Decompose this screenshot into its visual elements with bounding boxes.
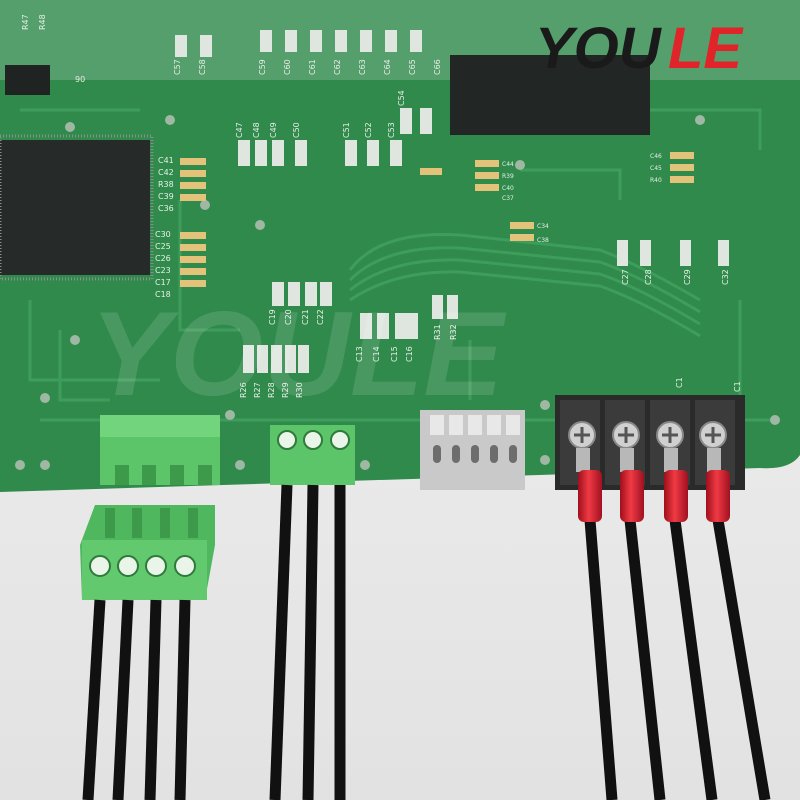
label: C18 xyxy=(155,290,171,299)
label: C30 xyxy=(155,230,171,239)
label: C51 xyxy=(342,122,351,138)
label: C50 xyxy=(292,122,301,138)
youle-logo: YOU LE xyxy=(535,16,744,81)
label: C66 xyxy=(433,59,442,75)
label: C23 xyxy=(155,266,171,275)
label: C54 xyxy=(397,90,406,106)
label: R31 xyxy=(433,324,442,340)
label: C34 xyxy=(537,223,549,230)
label: C19 xyxy=(268,309,277,325)
label: C22 xyxy=(316,309,325,325)
label: C1 xyxy=(675,377,684,388)
small-chip xyxy=(5,65,50,95)
watermark-logo: YOULE xyxy=(90,287,507,421)
label: C59 xyxy=(258,59,267,75)
label: R40 xyxy=(650,177,662,184)
label: C32 xyxy=(721,269,730,285)
label: C52 xyxy=(364,122,373,138)
label: C41 xyxy=(158,156,174,165)
label: C63 xyxy=(358,59,367,75)
label: R39 xyxy=(502,173,514,180)
memory-chip xyxy=(450,55,650,135)
vias xyxy=(15,115,780,470)
smd-components xyxy=(175,30,729,373)
label: C29 xyxy=(683,269,692,285)
label: C1 xyxy=(733,381,742,392)
label: R29 xyxy=(281,382,290,398)
label: R26 xyxy=(239,382,248,398)
label: C21 xyxy=(301,309,310,325)
label: C37 xyxy=(502,195,514,202)
pcb-traces xyxy=(20,108,780,422)
label: C65 xyxy=(408,59,417,75)
silkscreen-labels: C41 C42 R38 C39 C36 C30 C25 C26 C23 C17 … xyxy=(21,14,742,398)
red-ferrules xyxy=(578,470,730,522)
label: C44 xyxy=(502,161,514,168)
label: R30 xyxy=(295,382,304,398)
label: C62 xyxy=(333,59,342,75)
label: C57 xyxy=(173,59,182,75)
green-4pin-plug xyxy=(80,505,215,600)
label: C42 xyxy=(158,168,174,177)
label: C60 xyxy=(283,59,292,75)
label: R38 xyxy=(158,180,174,189)
top-light-band xyxy=(0,0,800,80)
logo-you: YOU xyxy=(535,16,663,81)
label: R28 xyxy=(267,382,276,398)
label: R47 xyxy=(21,14,30,30)
label: C26 xyxy=(155,254,171,263)
label: R27 xyxy=(253,382,262,398)
green-3pin-connector xyxy=(270,425,355,485)
label: C46 xyxy=(650,153,662,160)
label: C45 xyxy=(650,165,662,172)
label: C17 xyxy=(155,278,171,287)
label: C53 xyxy=(387,122,396,138)
label: C40 xyxy=(502,185,514,192)
label: C14 xyxy=(372,346,381,362)
label: C47 xyxy=(235,122,244,138)
label: C36 xyxy=(158,204,174,213)
wires xyxy=(82,484,771,800)
label: R32 xyxy=(449,324,458,340)
label: C48 xyxy=(252,122,261,138)
label: C25 xyxy=(155,242,171,251)
label: C49 xyxy=(269,122,278,138)
label: C58 xyxy=(198,59,207,75)
label: C64 xyxy=(383,59,392,75)
gray-spring-terminal xyxy=(420,410,525,490)
label: C39 xyxy=(158,192,174,201)
logo-le: LE xyxy=(668,16,744,81)
label: C61 xyxy=(308,59,317,75)
label: C27 xyxy=(621,269,630,285)
label: C15 xyxy=(390,346,399,362)
label: C28 xyxy=(644,269,653,285)
green-4pin-header xyxy=(100,415,220,485)
label: C20 xyxy=(284,309,293,325)
label: C16 xyxy=(405,346,414,362)
label: R48 xyxy=(38,14,47,30)
label: C13 xyxy=(355,346,364,362)
label: 90 xyxy=(75,75,85,84)
microcontroller-chip xyxy=(0,140,150,275)
label: C38 xyxy=(537,237,549,244)
